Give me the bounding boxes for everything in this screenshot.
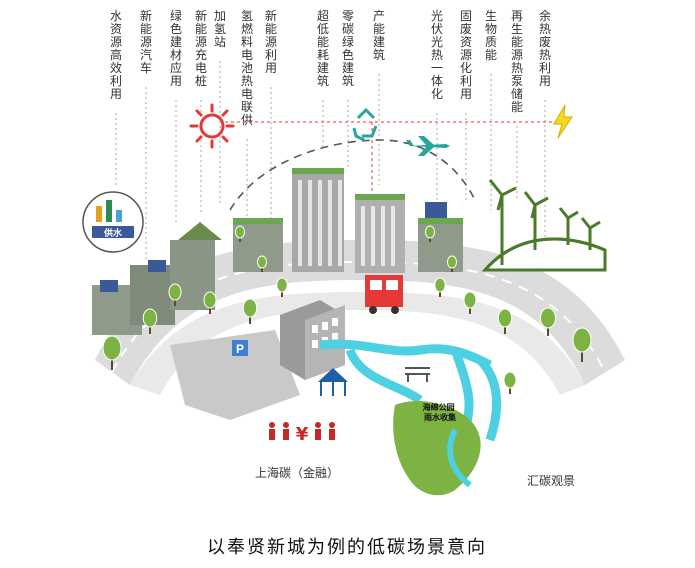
tree-icon [236, 226, 245, 238]
water-supply-label: 供水 [103, 227, 123, 239]
bench-icon [405, 368, 430, 382]
tree-icon [243, 299, 257, 317]
tree-icon [573, 328, 591, 352]
tree-icon [426, 226, 435, 238]
tree-icon [169, 284, 181, 300]
top-label: 新能源利用 [265, 8, 277, 75]
tree-icon [103, 336, 121, 360]
sun-icon [191, 105, 233, 147]
top-label: 绿色建材应用 [170, 8, 182, 88]
lightning-icon [554, 105, 572, 138]
tree-icon [204, 292, 216, 308]
solar-panel-icon [100, 280, 118, 292]
top-label: 余热废热利用 [539, 8, 551, 88]
airplane-icon [406, 136, 450, 156]
top-label: 再生能源热泵储能 [511, 9, 523, 114]
tree-icon [435, 278, 446, 292]
finance-label: 上海碳（金融） [255, 465, 339, 480]
solar-panel-icon [148, 260, 166, 272]
parking-sign-letter: P [236, 342, 244, 356]
top-label: 超低能耗建筑 [317, 8, 329, 88]
solar-panel-icon [425, 202, 447, 218]
dome-arc [230, 140, 475, 210]
top-label: 加氢站 [214, 9, 226, 49]
tree-icon [277, 278, 288, 292]
tree-icon [258, 256, 267, 268]
top-label: 零碳绿色建筑 [342, 9, 354, 88]
observe-label: 汇碳观景 [527, 474, 575, 488]
water-supply-badge: 供水 [83, 192, 143, 252]
top-label: 新能源充电桩 [195, 8, 207, 88]
tree-icon [464, 292, 476, 308]
tree-icon [541, 308, 556, 328]
recycle-icon [354, 110, 376, 140]
top-label: 产能建筑 [373, 9, 385, 62]
top-label: 光伏光热一体化 [431, 9, 443, 101]
tree-icon [143, 309, 157, 327]
caption: 以奉贤新城为例的低碳场景意向 [207, 537, 487, 558]
yuan-icon: ¥ [296, 424, 309, 445]
tree-icon [504, 372, 516, 388]
tree-icon [448, 256, 457, 268]
top-label: 生物质能 [485, 9, 497, 62]
tree-icon [498, 309, 512, 327]
top-label: 水资源高效利用 [110, 9, 122, 101]
top-label: 固废资源化利用 [460, 9, 472, 101]
top-label: 氢燃料电池热电联供 [241, 8, 253, 127]
top-label: 新能源汽车 [140, 8, 152, 75]
